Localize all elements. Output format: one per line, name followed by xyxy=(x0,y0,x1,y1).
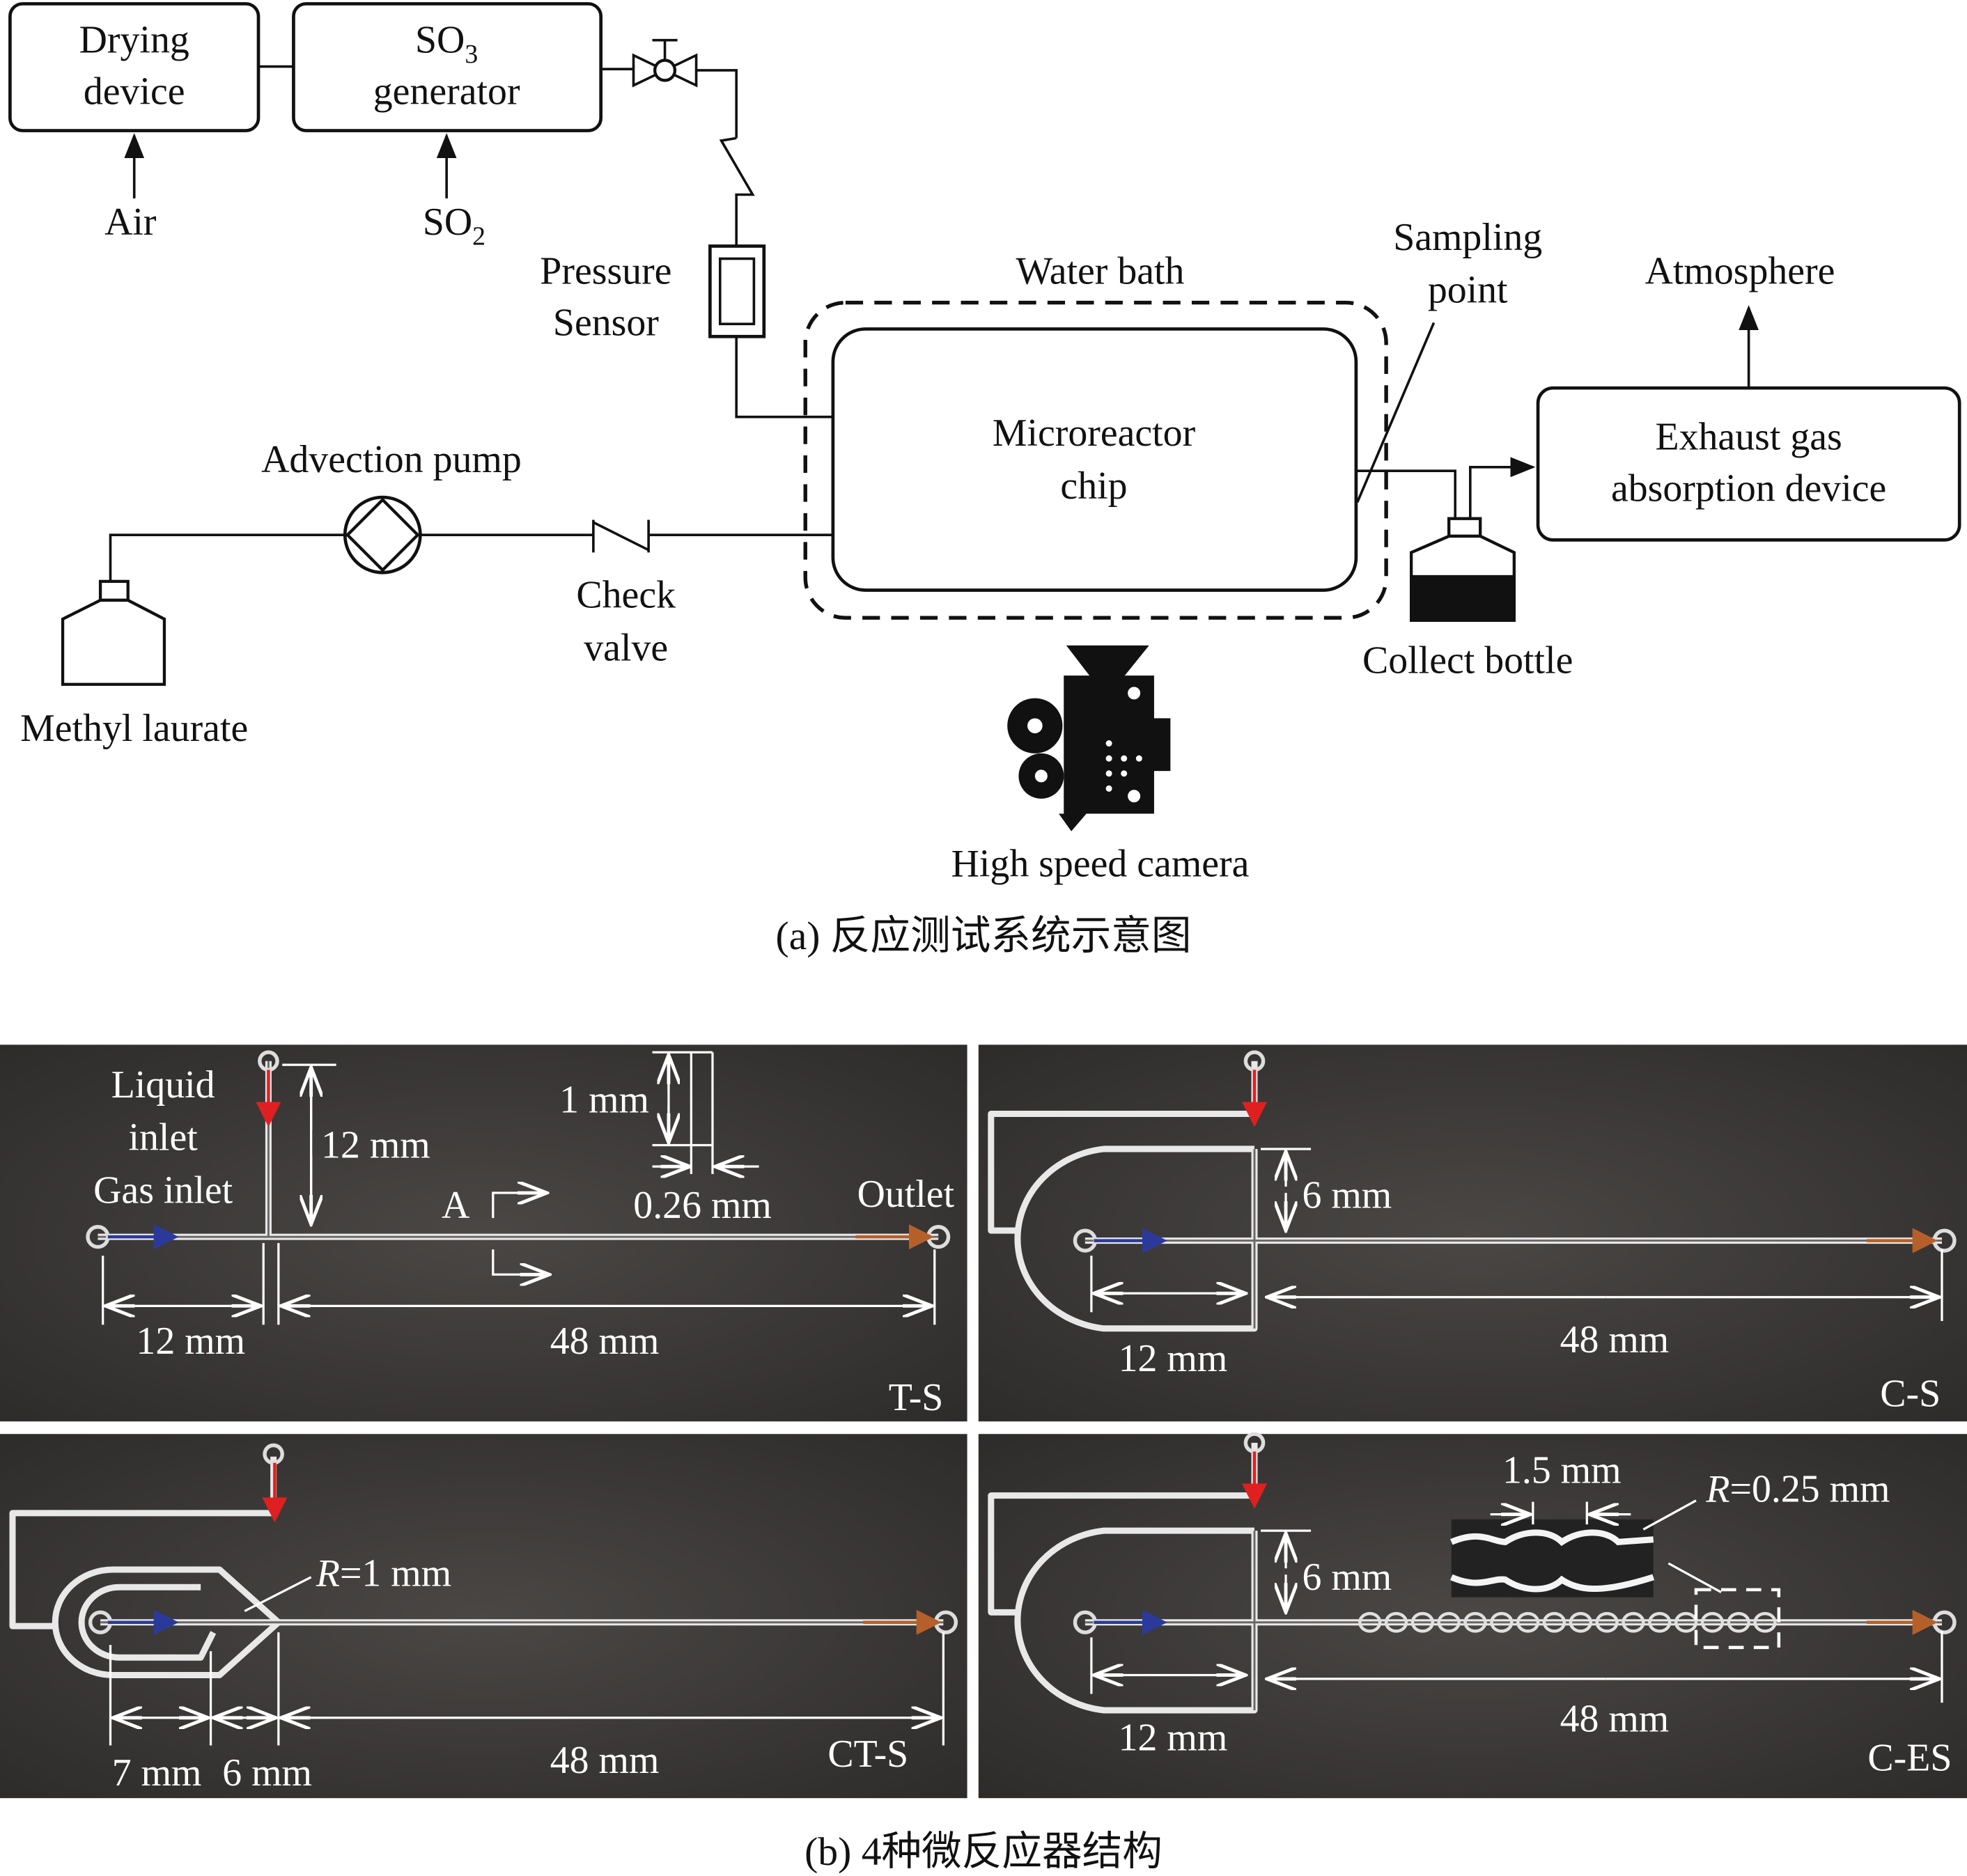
high-speed-camera-icon xyxy=(1007,645,1171,831)
dim-label: 6 mm xyxy=(1302,1556,1392,1599)
pressure-sensor-label: Pressure xyxy=(540,249,671,292)
check-valve-label: Check xyxy=(576,574,676,617)
expansion-bump xyxy=(1569,1611,1592,1633)
dim-label: 48 mm xyxy=(550,1320,660,1363)
radius-label: R=1 mm xyxy=(316,1551,451,1595)
exhaust-absorption-device: Exhaust gas absorption device xyxy=(1536,386,1961,542)
microreactor-chip: Microreactor chip xyxy=(831,327,1358,592)
so2-label: SO2 xyxy=(423,201,485,251)
panel-name: C-S xyxy=(1880,1373,1941,1416)
dim-label: 7 mm xyxy=(112,1751,202,1795)
dim-label: 1.5 mm xyxy=(1502,1449,1622,1492)
dim-label: 12 mm xyxy=(1119,1717,1228,1760)
water-bath xyxy=(803,300,1388,620)
panel-c-s: 6 mm 12 mm 48 mm C-S xyxy=(978,1045,1967,1422)
dim-label: 48 mm xyxy=(1560,1318,1670,1361)
outlet-label: Outlet xyxy=(857,1173,955,1216)
section-a-label: A xyxy=(442,1184,469,1227)
so3-label: SO3 xyxy=(415,19,478,69)
expansion-bump xyxy=(1384,1611,1408,1633)
generator-label: generator xyxy=(373,70,520,114)
dim-label: 6 mm xyxy=(222,1751,312,1795)
advection-pump-label: Advection pump xyxy=(261,438,522,481)
expansion-bump xyxy=(1542,1611,1566,1633)
dim-label: 1 mm xyxy=(559,1079,649,1122)
expansion-bump xyxy=(1463,1611,1487,1633)
water-bath-label: Water bath xyxy=(1016,249,1185,292)
expansion-bump xyxy=(1516,1611,1540,1633)
liquid-inlet-label: inlet xyxy=(129,1116,199,1159)
expansion-bump xyxy=(1410,1611,1435,1633)
methyl-laurate-bottle-icon xyxy=(61,579,166,686)
check-valve-label: valve xyxy=(584,626,668,669)
sampling-point-label: point xyxy=(1428,269,1508,312)
caption-a: (a) 反应测试系统示意图 xyxy=(776,914,1192,958)
dim-label: 12 mm xyxy=(321,1124,430,1167)
gas-valve-icon xyxy=(600,38,738,139)
expansion-bump xyxy=(1700,1611,1725,1633)
microreactor-label: Microreactor xyxy=(993,412,1196,455)
expansion-bump xyxy=(1648,1611,1672,1633)
pressure-sensor-icon xyxy=(708,244,833,419)
zoom-region-box xyxy=(1694,1588,1781,1650)
air-label: Air xyxy=(104,201,157,244)
collect-bottle-label: Collect bottle xyxy=(1362,639,1573,682)
collect-bottle-icon xyxy=(1409,517,1516,622)
drying-device: Drying device xyxy=(8,2,261,132)
dim-label: 6 mm xyxy=(1302,1174,1392,1217)
expansion-bump xyxy=(1622,1611,1645,1633)
caption-b: (b) 4种微反应器结构 xyxy=(804,1830,1163,1874)
drying-device-label: device xyxy=(84,70,185,114)
radius-label: R=0.25 mm xyxy=(1705,1468,1890,1511)
expansion-bump xyxy=(1727,1611,1750,1633)
expansion-bump xyxy=(1595,1611,1619,1633)
advection-pump-icon xyxy=(343,495,422,574)
panel-name: C-ES xyxy=(1867,1737,1952,1780)
expansion-chain xyxy=(1358,1611,1777,1633)
check-valve-icon xyxy=(592,519,650,553)
expansion-bump xyxy=(1753,1611,1777,1633)
dim-label: 0.26 mm xyxy=(633,1184,772,1227)
panel-ct-s: R=1 mm 7 mm 6 mm 48 mm CT-S xyxy=(0,1434,967,1799)
dim-label: 48 mm xyxy=(1560,1698,1670,1741)
dim-label: 48 mm xyxy=(550,1739,660,1782)
methyl-laurate-label: Methyl laurate xyxy=(20,707,248,750)
so3-generator: SO3 generator xyxy=(292,2,603,132)
panel-name: T-S xyxy=(889,1376,944,1419)
liquid-inlet-label: Liquid xyxy=(111,1063,215,1107)
expansion-bump xyxy=(1437,1611,1461,1633)
expansion-bump xyxy=(1674,1611,1698,1633)
camera-label: High speed camera xyxy=(951,843,1250,886)
panel-c-es: 1.5 mm R=0.25 mm 6 mm 12 mm 48 mm C-ES xyxy=(978,1434,1967,1799)
microreactor-label: chip xyxy=(1060,464,1127,508)
exhaust-label: Exhaust gas xyxy=(1656,416,1842,459)
schematic: Drying device SO3 generator Air SO2 Pres… xyxy=(8,2,1961,958)
dim-label: 12 mm xyxy=(1119,1337,1228,1380)
dim-label: 12 mm xyxy=(136,1320,245,1363)
panel-t-s: Liquid inlet Gas inlet Outlet 12 mm 1 mm… xyxy=(0,1045,967,1422)
gas-check-valve-icon xyxy=(719,136,755,247)
sampling-point-label: Sampling xyxy=(1393,216,1542,259)
expansion-bump xyxy=(1358,1611,1382,1633)
drying-device-label: Drying xyxy=(79,19,189,62)
expansion-bump xyxy=(1490,1611,1514,1633)
zoom-inset xyxy=(1449,1519,1655,1597)
gas-inlet-label: Gas inlet xyxy=(93,1168,233,1212)
panel-name: CT-S xyxy=(827,1733,908,1776)
atmosphere-label: Atmosphere xyxy=(1645,249,1835,292)
pressure-sensor-label: Sensor xyxy=(553,301,659,344)
exhaust-label: absorption device xyxy=(1611,467,1886,510)
